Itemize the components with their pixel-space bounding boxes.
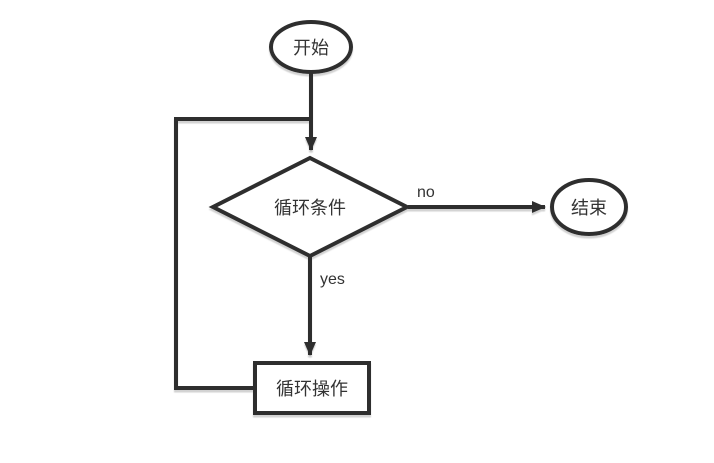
condition-node-label: 循环条件 bbox=[274, 198, 346, 218]
start-node-label: 开始 bbox=[293, 38, 329, 58]
edge-label-yes: yes bbox=[320, 271, 345, 288]
operation-node bbox=[253, 361, 371, 415]
end-node-label: 结束 bbox=[571, 198, 607, 218]
end-node bbox=[550, 178, 628, 236]
operation-node-label: 循环操作 bbox=[276, 379, 348, 399]
edge-label-no: no bbox=[417, 184, 435, 201]
edge-operation-loop-back bbox=[174, 117, 309, 390]
condition-node bbox=[208, 155, 412, 259]
start-node bbox=[269, 20, 353, 74]
